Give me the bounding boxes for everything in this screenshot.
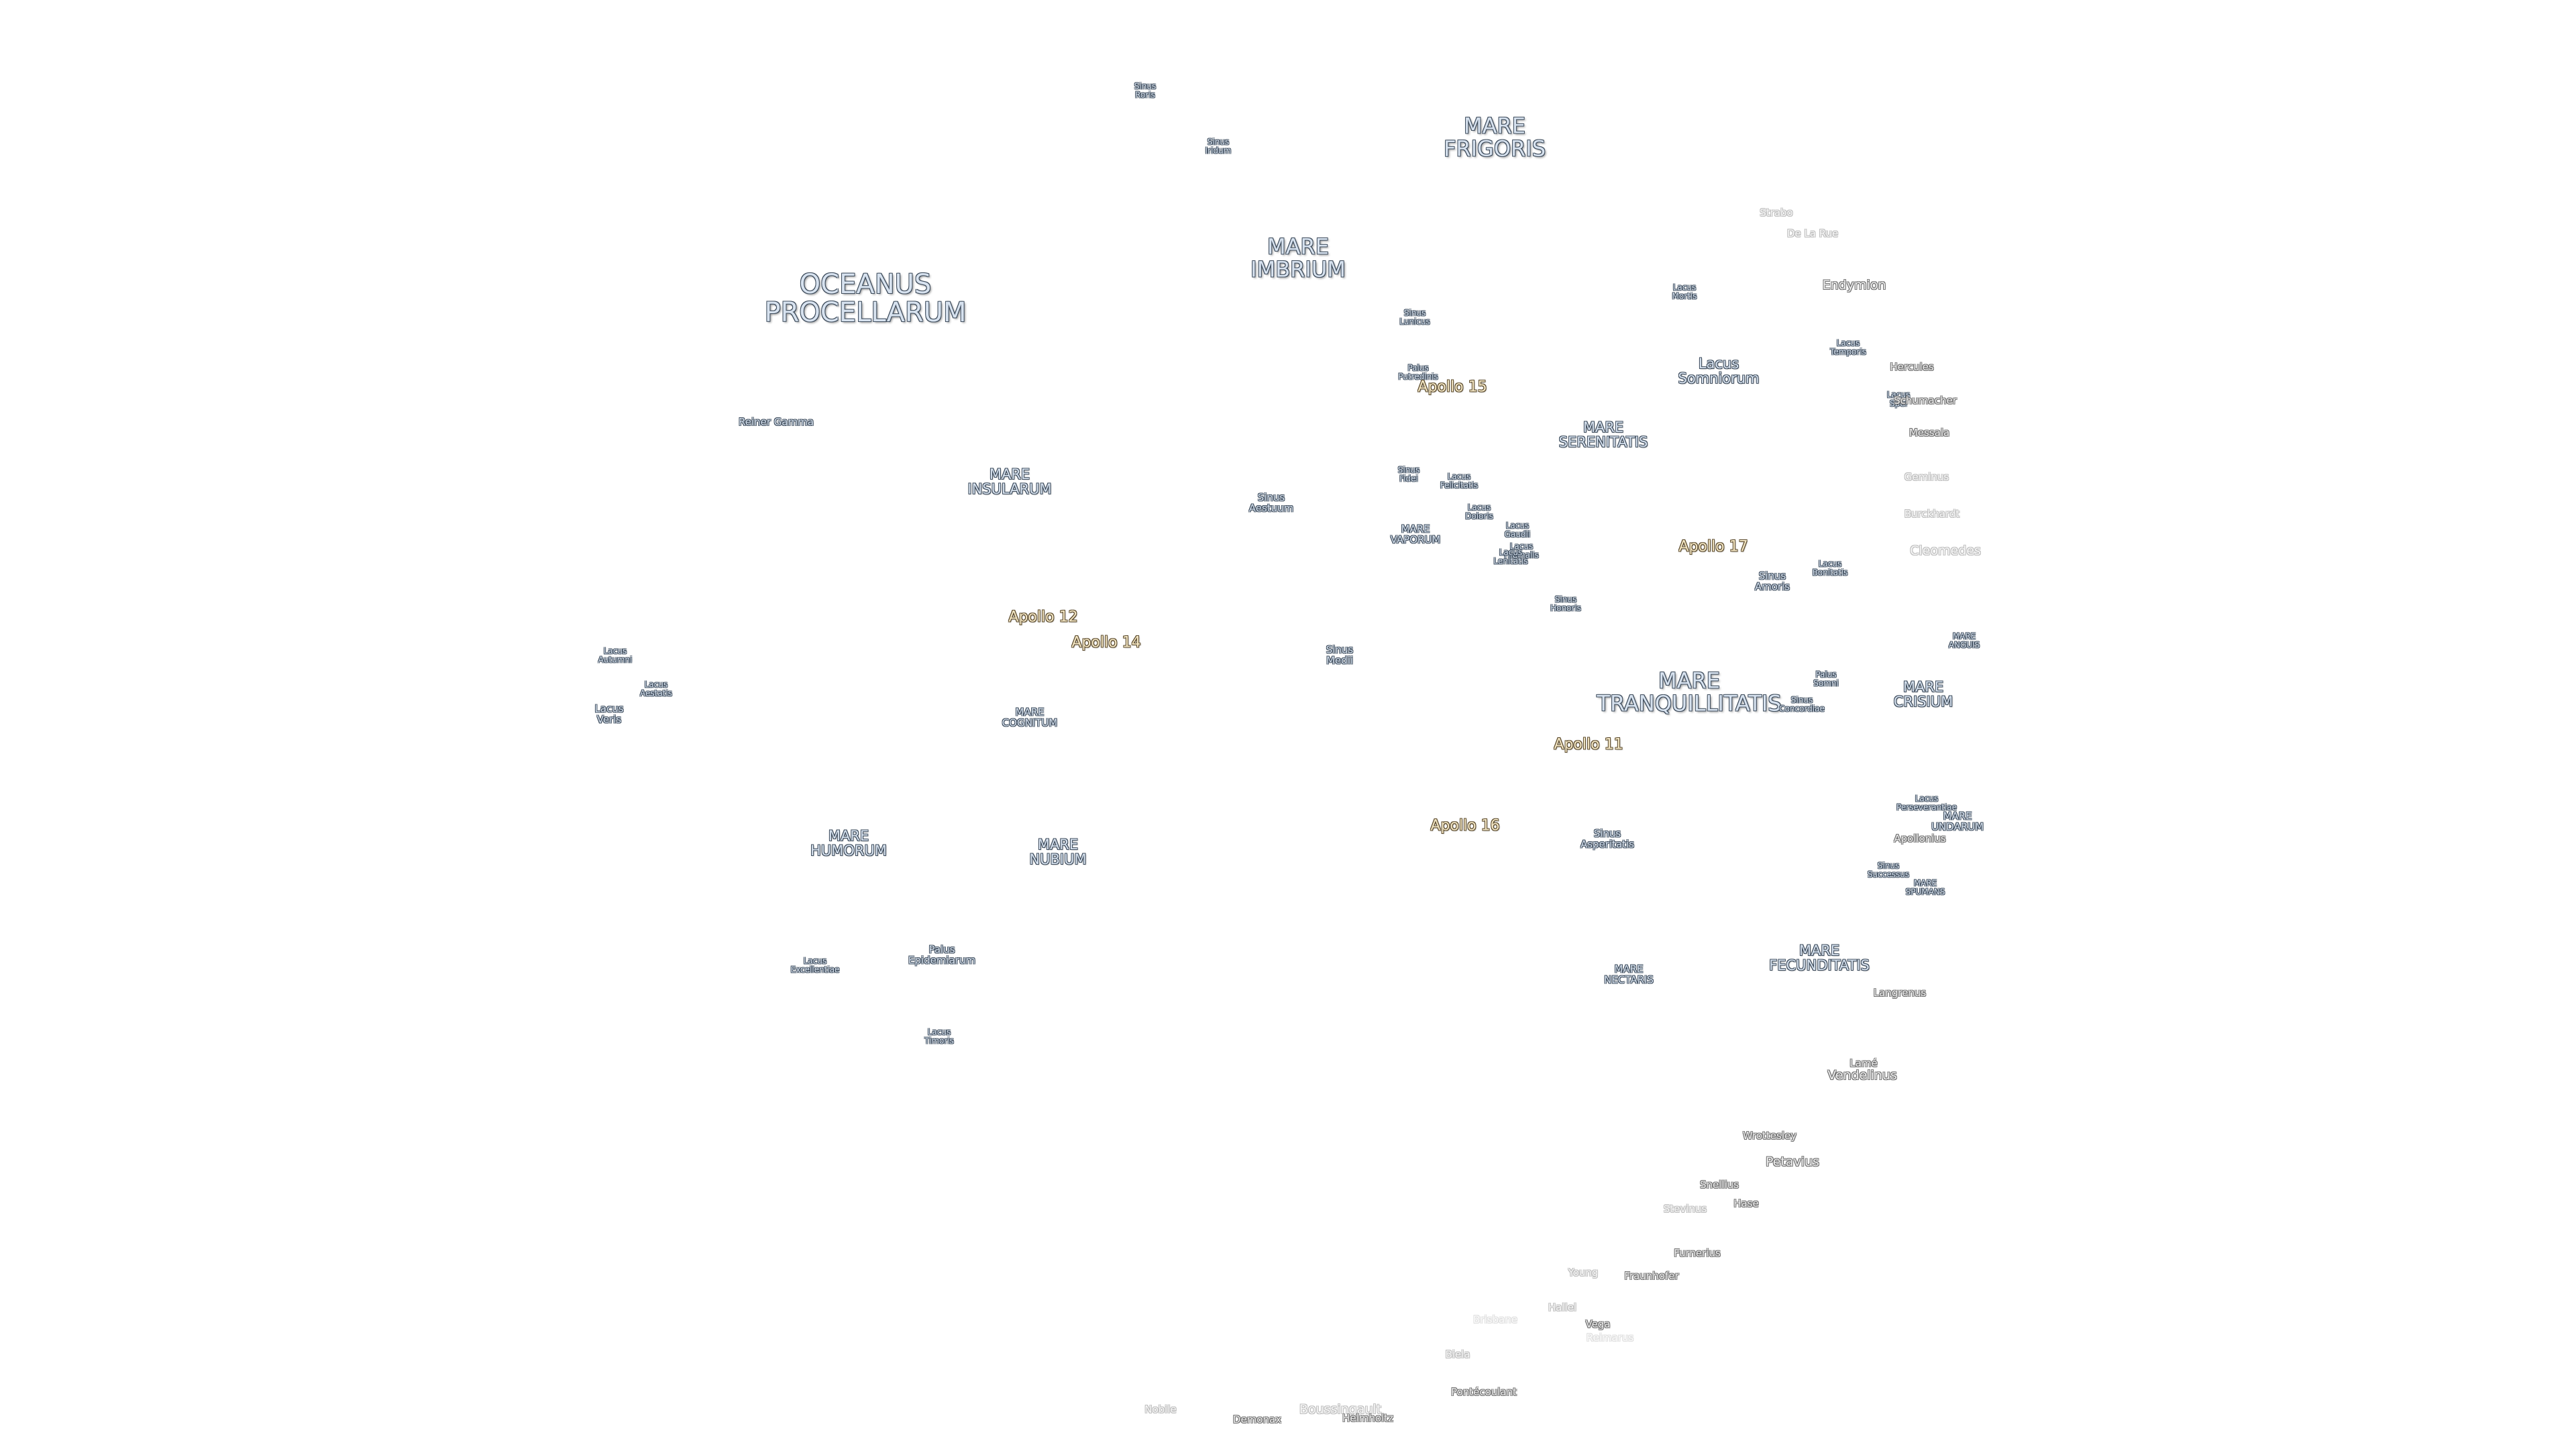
- lacus-temporis-label: Lacus Temporis: [1830, 338, 1866, 356]
- palus-somni-label: Palus Somni: [1813, 669, 1839, 688]
- reiner-gamma-label: Reiner Gamma: [738, 416, 814, 429]
- lacus-veris-label: Lacus Veris: [594, 702, 624, 725]
- apollo-16-label: Apollo 16: [1430, 817, 1500, 835]
- boussingault-label: Boussingault: [1299, 1402, 1382, 1417]
- apollo-17-label: Apollo 17: [1678, 538, 1748, 555]
- de-la-rue-label: De La Rue: [1786, 227, 1839, 240]
- mare-nectaris-label: MARE NECTARIS: [1604, 963, 1654, 985]
- lacus-bonitatis-label: Lacus Bonitatis: [1812, 559, 1848, 577]
- endymion-label: Endymion: [1822, 278, 1886, 293]
- mare-crisium-label: MARE CRISIUM: [1893, 678, 1953, 710]
- apollo-12-label: Apollo 12: [1008, 608, 1078, 626]
- lacus-felicitatis-label: Lacus Felicitatis: [1440, 472, 1479, 490]
- mare-imbrium-label: MARE IMBRIUM: [1250, 233, 1346, 282]
- cleomedes-label: Cleomedes: [1910, 543, 1981, 559]
- messala-label: Messala: [1909, 427, 1950, 439]
- apollo-14-label: Apollo 14: [1071, 634, 1141, 651]
- sinus-roris-label: Sinus Roris: [1134, 81, 1157, 99]
- young-label: Young: [1568, 1267, 1599, 1279]
- mare-cognitum-label: MARE COGNITUM: [1002, 706, 1058, 729]
- sinus-medii-label: Sinus Medii: [1326, 643, 1354, 666]
- apollo-11-label: Apollo 11: [1554, 736, 1623, 753]
- palus-epidemiarum-label: Palus Epidemiarum: [908, 943, 976, 966]
- lacus-spei-label: Lacus Spei: [1886, 390, 1911, 408]
- petavius-label: Petavius: [1765, 1155, 1820, 1170]
- geminus-label: Geminus: [1904, 471, 1949, 484]
- lacus-somniorum-label: Lacus Somniorum: [1678, 355, 1760, 386]
- lame-label: Lamé: [1849, 1057, 1878, 1070]
- furnerius-label: Furnerius: [1674, 1247, 1721, 1260]
- hase-label: Hase: [1733, 1197, 1759, 1210]
- lacus-excellentiae-label: Lacus Excellentiae: [790, 956, 840, 974]
- fraunhofer-label: Fraunhofer: [1624, 1270, 1679, 1283]
- apollo-15-label: Apollo 15: [1417, 378, 1487, 396]
- mare-serenitatis-label: MARE SERENITATIS: [1558, 419, 1648, 450]
- demonax-label: Demonax: [1232, 1413, 1282, 1426]
- sinus-fidei-label: Sinus Fidei: [1397, 465, 1420, 483]
- mare-insularum-label: MARE INSULARUM: [967, 466, 1052, 497]
- oceanus-procellarum-label: OCEANUS PROCELLARUM: [764, 269, 967, 328]
- lacus-autumni-label: Lacus Autumni: [598, 646, 633, 664]
- lacus-aestatis-label: Lacus Aestatis: [640, 680, 672, 698]
- sinus-concordiae-label: Sinus Concordiae: [1779, 695, 1825, 713]
- hercules-label: Hercules: [1890, 361, 1934, 374]
- langrenus-label: Langrenus: [1873, 987, 1927, 1000]
- vega-label: Vega: [1585, 1318, 1611, 1331]
- helmholtz-label: Helmholtz: [1342, 1412, 1393, 1425]
- schumacher-label: Schumacher: [1894, 394, 1957, 407]
- sinus-iridum-label: Sinus Iridum: [1205, 137, 1232, 155]
- snellius-label: Snellius: [1699, 1179, 1739, 1191]
- sinus-asperitatis-label: Sinus Asperitatis: [1580, 827, 1635, 850]
- wrottesley-label: Wrottesley: [1742, 1130, 1797, 1142]
- mare-frigoris-label: MARE FRIGORIS: [1443, 113, 1546, 161]
- lacus-hiemalis-label: Lacus Hiemalis: [1504, 541, 1539, 559]
- strabo-label: Strabo: [1760, 207, 1793, 219]
- lacus-lenitatis-label: Lacus Lenitatis: [1493, 547, 1528, 566]
- burckhardt-label: Burckhardt: [1904, 508, 1960, 521]
- sinus-successus-label: Sinus Successus: [1867, 861, 1910, 879]
- mare-vaporum-label: MARE VAPORUM: [1390, 523, 1441, 545]
- brisbane-label: Brisbane: [1473, 1313, 1517, 1326]
- mare-fecunditatis-label: MARE FECUNDITATIS: [1769, 942, 1870, 973]
- lacus-mortis-label: Lacus Mortis: [1672, 282, 1697, 301]
- apollonius-label: Apollonius: [1894, 833, 1946, 845]
- stevinus-label: Stevinus: [1663, 1203, 1707, 1216]
- vendelinus-label: Vendelinus: [1827, 1068, 1897, 1083]
- mare-tranquillitatis-label: MARE TRANQUILLITATIS: [1597, 667, 1782, 716]
- lacus-gaudii-label: Lacus Gaudii: [1504, 521, 1531, 539]
- biela-label: Biela: [1445, 1348, 1470, 1361]
- lacus-doloris-label: Lacus Doloris: [1465, 502, 1493, 521]
- reimarus-label: Reimarus: [1586, 1332, 1634, 1344]
- nobile-label: Nobile: [1144, 1403, 1177, 1416]
- lacus-perseverantiae-label: Lacus Perseverantiae: [1896, 794, 1957, 812]
- sinus-aestuum-label: Sinus Aestuum: [1248, 491, 1294, 514]
- sinus-lunicus-label: Sinus Lunicus: [1399, 308, 1430, 326]
- sinus-amoris-label: Sinus Amoris: [1754, 570, 1790, 592]
- palus-putredinis-label: Palus Putredinis: [1398, 363, 1438, 381]
- mare-undarum-label: MARE UNDARUM: [1931, 810, 1984, 833]
- lacus-timoris-label: Lacus Timoris: [924, 1027, 954, 1045]
- sinus-honoris-label: Sinus Honoris: [1550, 594, 1581, 612]
- mare-anguis-label: MARE ANGUIS: [1948, 631, 1980, 649]
- hallel-label: Hallel: [1548, 1301, 1577, 1314]
- pontecoulant-label: Pontécoulant: [1451, 1386, 1517, 1399]
- mare-humorum-label: MARE HUMORUM: [810, 827, 887, 859]
- mare-spumans-label: MARE SPUMANS: [1905, 878, 1945, 896]
- mare-nubium-label: MARE NUBIUM: [1029, 836, 1087, 867]
